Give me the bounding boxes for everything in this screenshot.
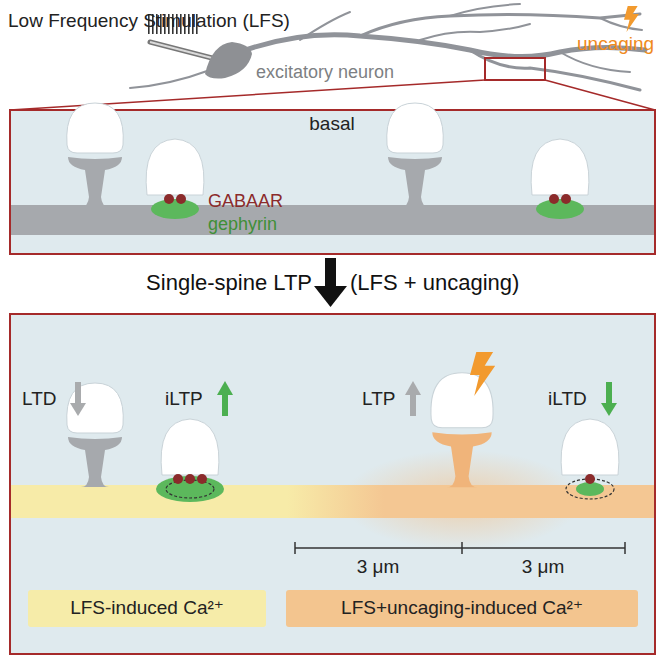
uncaging-label: uncaging [577, 33, 654, 55]
scale-label: 3 μm [357, 556, 400, 578]
calcium-box: LFS+uncaging-induced Ca²⁺ [286, 590, 638, 627]
step-label: Single-spine LTP [146, 270, 312, 295]
plasticity-label: LTP [362, 388, 395, 410]
neuron-label: excitatory neuron [256, 62, 394, 83]
step-label: (LFS + uncaging) [350, 270, 519, 295]
plasticity-label: LTD [22, 388, 56, 410]
scaffold-label: gephyrin [208, 214, 277, 235]
panel-label: basal [309, 113, 354, 135]
receptor-label: GABAAR [208, 191, 283, 212]
box-text: LFS+uncaging-induced Ca²⁺ [341, 597, 583, 620]
box-text: LFS-induced Ca²⁺ [70, 597, 224, 620]
plasticity-label: iLTP [165, 388, 203, 410]
scale-label: 3 μm [522, 556, 565, 578]
calcium-box: LFS-induced Ca²⁺ [28, 590, 266, 627]
plasticity-label: iLTD [548, 388, 587, 410]
heading: Low Frequency Stimulation (LFS) [8, 10, 290, 32]
